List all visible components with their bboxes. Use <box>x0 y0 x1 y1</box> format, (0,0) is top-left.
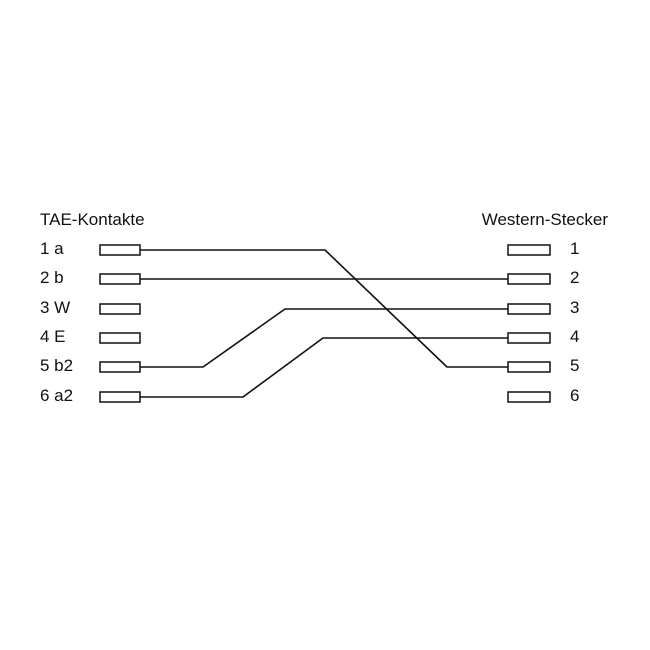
tae-contact-label-1-a: 1 a <box>40 239 64 258</box>
western-pin-box-6 <box>507 391 551 403</box>
tae-contact-label-4-e: 4 E <box>40 327 66 346</box>
western-pin-label-6: 6 <box>570 386 580 405</box>
tae-contact-box-1-a <box>99 244 141 256</box>
tae-contact-label-6-a2: 6 a2 <box>40 386 74 405</box>
tae-contact-box-4-e <box>99 332 141 344</box>
western-pin-box-4 <box>507 332 551 344</box>
western-pin-label-4: 4 <box>570 327 580 346</box>
tae-contact-box-5-b2 <box>99 361 141 373</box>
tae-contact-box-6-a2 <box>99 391 141 403</box>
western-pin-label-5: 5 <box>570 356 580 375</box>
wire-6-a2-to-4 <box>140 337 508 398</box>
western-plug-title: Western-Stecker <box>481 210 608 229</box>
tae-contact-label-5-b2: 5 b2 <box>40 356 74 375</box>
wire-5-b2-to-3 <box>140 308 508 368</box>
western-pin-label-1: 1 <box>570 239 580 258</box>
tae-contact-box-2-b <box>99 273 141 285</box>
western-pin-box-2 <box>507 273 551 285</box>
western-pin-label-2: 2 <box>570 268 580 287</box>
western-pin-box-1 <box>507 244 551 256</box>
tae-contact-box-3-w <box>99 303 141 315</box>
tae-contacts-title: TAE-Kontakte <box>40 210 145 229</box>
western-pin-box-5 <box>507 361 551 373</box>
tae-contact-label-2-b: 2 b <box>40 268 64 287</box>
western-pin-label-3: 3 <box>570 298 580 317</box>
western-pin-box-3 <box>507 303 551 315</box>
tae-contact-label-3-w: 3 W <box>40 298 71 317</box>
